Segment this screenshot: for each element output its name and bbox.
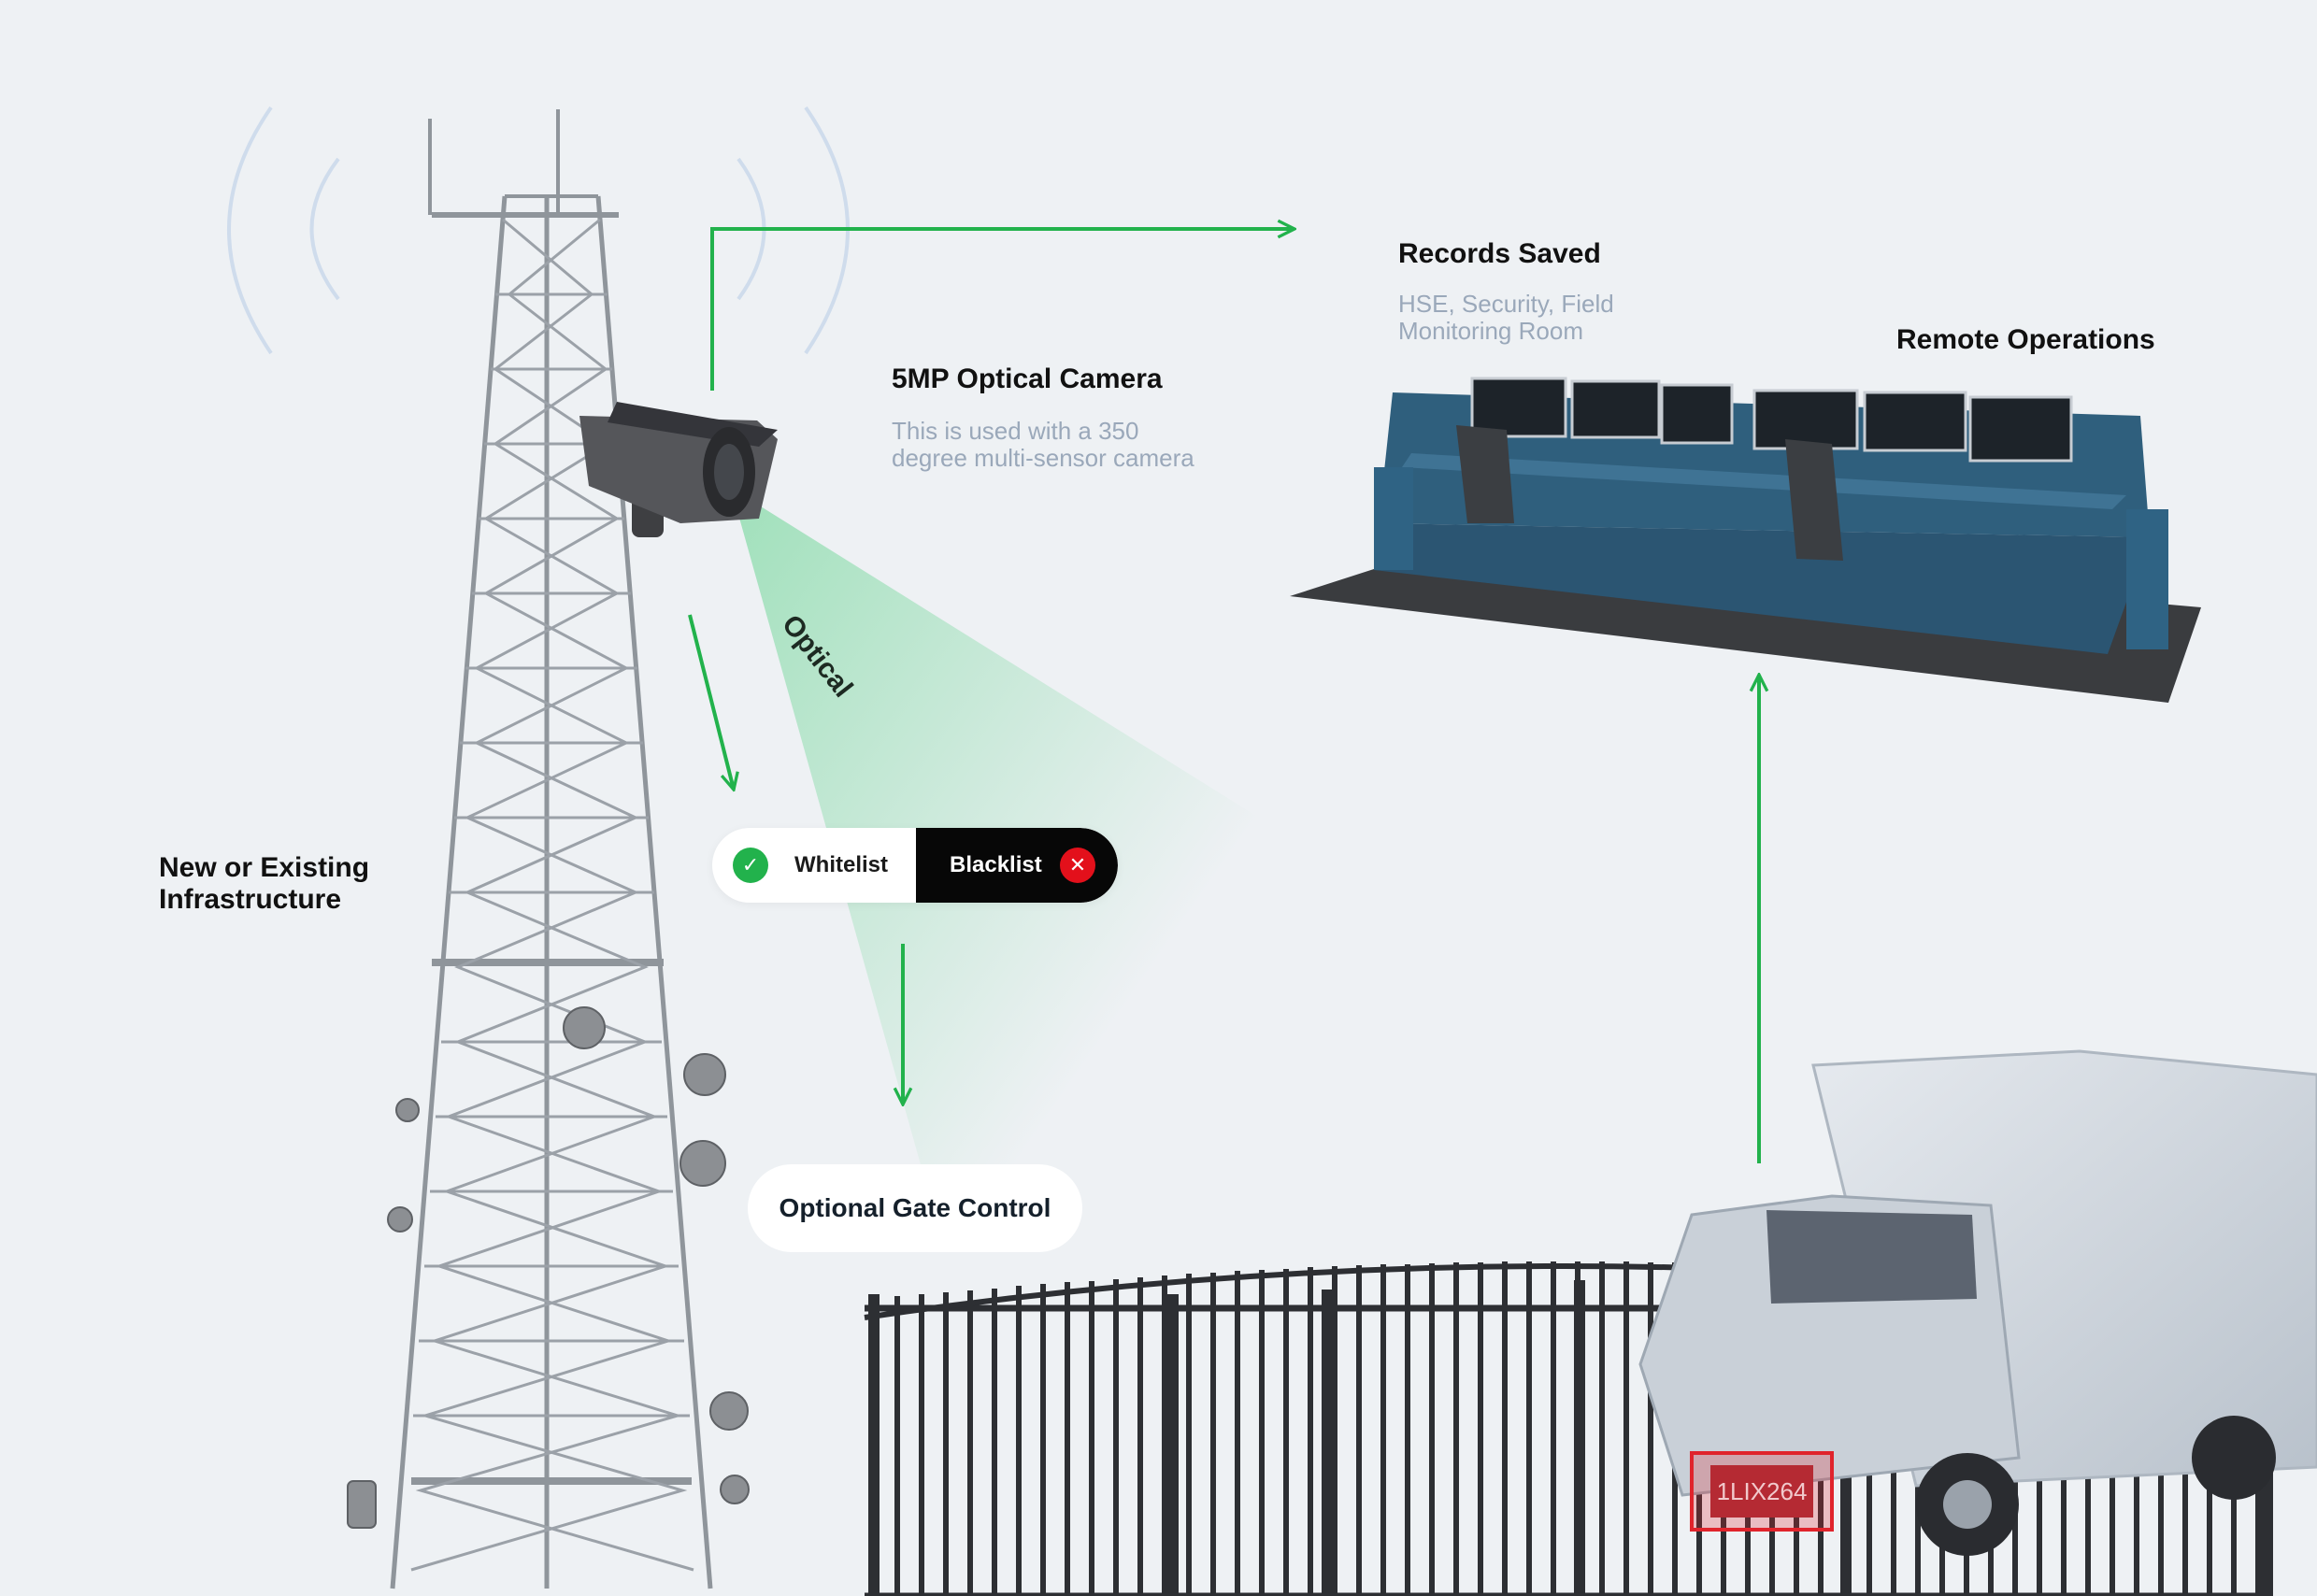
whitelist-option[interactable]: ✓ Whitelist (712, 828, 916, 903)
tower-equipment (347, 1006, 750, 1529)
blacklist-label: Blacklist (950, 852, 1042, 877)
blacklist-option[interactable]: Blacklist ✕ (916, 828, 1118, 903)
whitelist-blacklist-toggle[interactable]: ✓ Whitelist Blacklist ✕ (712, 828, 1118, 903)
flow-arrows (688, 229, 1759, 1163)
remote-operations-title: Remote Operations (1896, 324, 2155, 355)
infrastructure-label-line1: New or Existing (159, 852, 370, 883)
security-camera (579, 402, 778, 537)
whitelist-label: Whitelist (794, 852, 888, 877)
infrastructure-label-line2: Infrastructure (159, 884, 342, 915)
control-room-desk (1290, 377, 2201, 703)
records-saved-subtitle-line1: HSE, Security, Field (1398, 290, 1614, 318)
lattice-tower (390, 109, 713, 1589)
license-plate-text: 1LIX264 (1717, 1477, 1808, 1505)
camera-subtitle-line1: This is used with a 350 (892, 417, 1139, 445)
records-saved-subtitle-line2: Monitoring Room (1398, 317, 1583, 345)
camera-title: 5MP Optical Camera (892, 363, 1163, 394)
arrow-camera-to-toggle (688, 614, 734, 790)
records-saved-title: Records Saved (1398, 238, 1601, 269)
box-truck (1638, 1049, 2317, 1556)
arrow-camera-to-records (710, 229, 1294, 391)
check-icon: ✓ (733, 848, 768, 883)
camera-subtitle-line2: degree multi-sensor camera (892, 444, 1194, 472)
x-icon: ✕ (1060, 848, 1095, 883)
optional-gate-control-button[interactable]: Optional Gate Control (748, 1164, 1082, 1252)
license-plate-detection (1690, 1451, 1834, 1532)
